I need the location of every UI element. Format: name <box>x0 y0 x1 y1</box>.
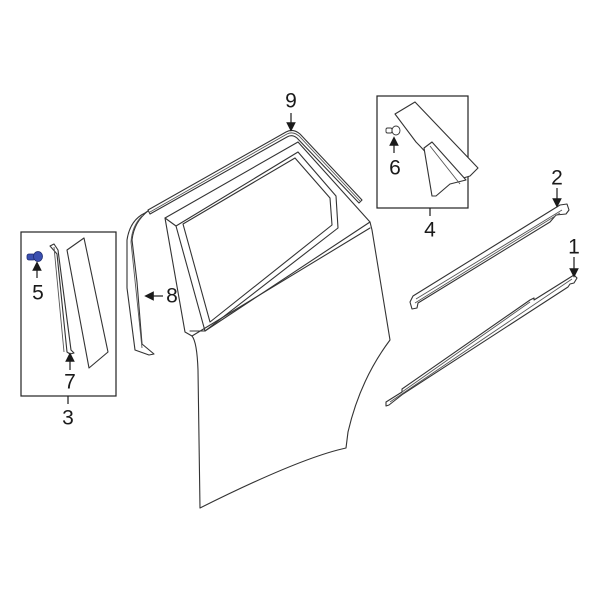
group-3-box <box>20 231 117 404</box>
bolt-5-icon[interactable] <box>26 251 43 262</box>
rear-applique-panel[interactable] <box>394 101 479 197</box>
front-frame-molding-8[interactable] <box>126 210 155 356</box>
callout-3[interactable]: 3 <box>62 406 74 430</box>
lower-belt-molding-1[interactable] <box>385 274 578 407</box>
pillar-applique-panel[interactable] <box>66 237 109 369</box>
callout-8[interactable]: 8 <box>166 284 178 308</box>
callout-5[interactable]: 5 <box>32 281 44 305</box>
rear-door-shell[interactable] <box>164 141 391 509</box>
belt-weatherstrip-2[interactable] <box>409 203 570 310</box>
group-4-box <box>376 95 469 216</box>
callout-2[interactable]: 2 <box>551 166 563 190</box>
callout-9[interactable]: 9 <box>285 89 297 113</box>
callout-4[interactable]: 4 <box>424 218 436 242</box>
callout-1[interactable]: 1 <box>568 235 580 259</box>
clip-6-icon[interactable] <box>385 125 401 136</box>
callout-6[interactable]: 6 <box>389 156 401 180</box>
callout-7[interactable]: 7 <box>64 370 76 394</box>
